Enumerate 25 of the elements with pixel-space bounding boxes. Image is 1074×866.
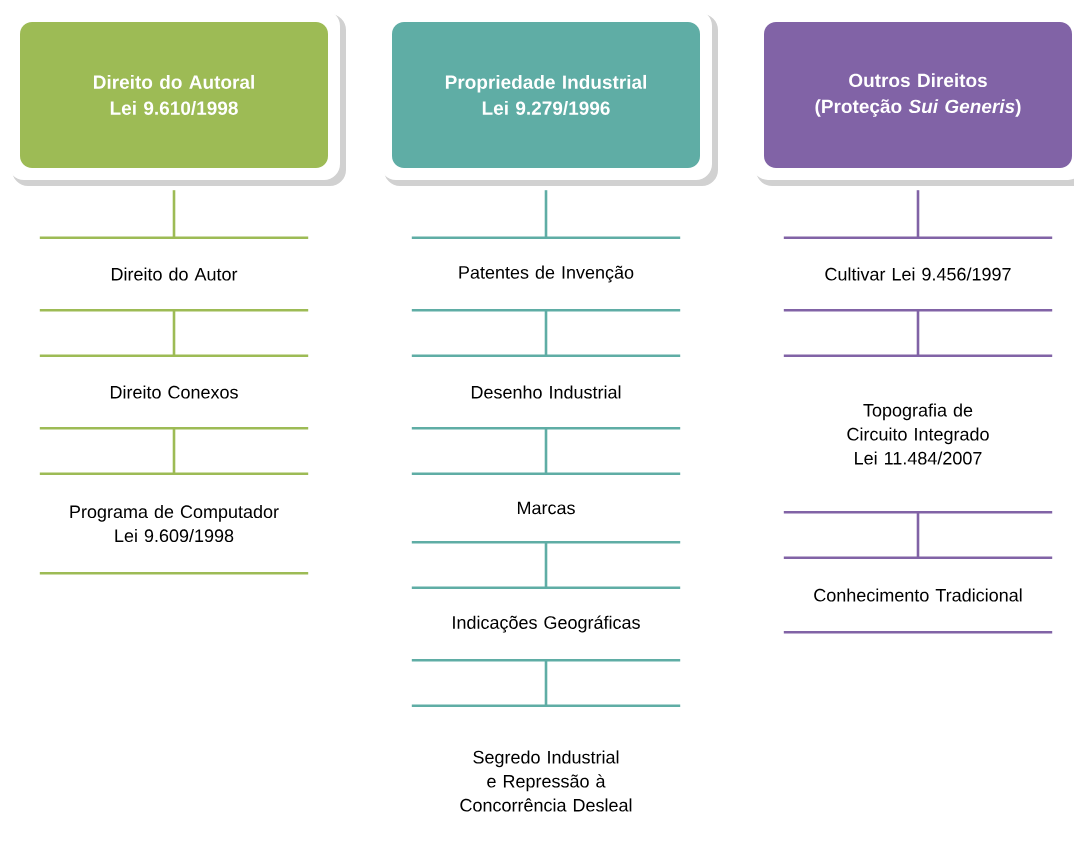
item-band: Direito Conexos (39, 354, 309, 430)
header-box: Propriedade Industrial Lei 9.279/1996 (380, 10, 718, 186)
connector-line (916, 190, 920, 238)
item-band: Topografia de Circuito Integrado Lei 11.484/2007 (783, 354, 1053, 514)
item-band: Programa de Computador Lei 9.609/1998 (39, 472, 309, 575)
connector-line (172, 190, 176, 238)
item-band: Indicações Geográficas (411, 586, 681, 662)
connector-line (172, 310, 176, 356)
item-band: Cultivar Lei 9.456/1997 (783, 236, 1053, 312)
item-band: Segredo Industrial e Repressão à Concorrência Desleal (411, 704, 681, 812)
connector-line (172, 428, 176, 474)
header-box: Outros Direitos (Proteção Sui Generis) (752, 10, 1074, 186)
connector-line (916, 512, 920, 558)
connector-line (544, 190, 548, 238)
item-band: Desenho Industrial (411, 354, 681, 430)
connector-line (544, 428, 548, 474)
connector-line (544, 542, 548, 588)
connector-line (544, 310, 548, 356)
item-band: Marcas (411, 472, 681, 544)
item-band: Direito do Autor (39, 236, 309, 312)
item-band: Conhecimento Tradicional (783, 556, 1053, 634)
connector-line (544, 660, 548, 706)
item-band: Patentes de Invenção (411, 236, 681, 312)
connector-line (916, 310, 920, 356)
header-box: Direito do Autoral Lei 9.610/1998 (8, 10, 346, 186)
